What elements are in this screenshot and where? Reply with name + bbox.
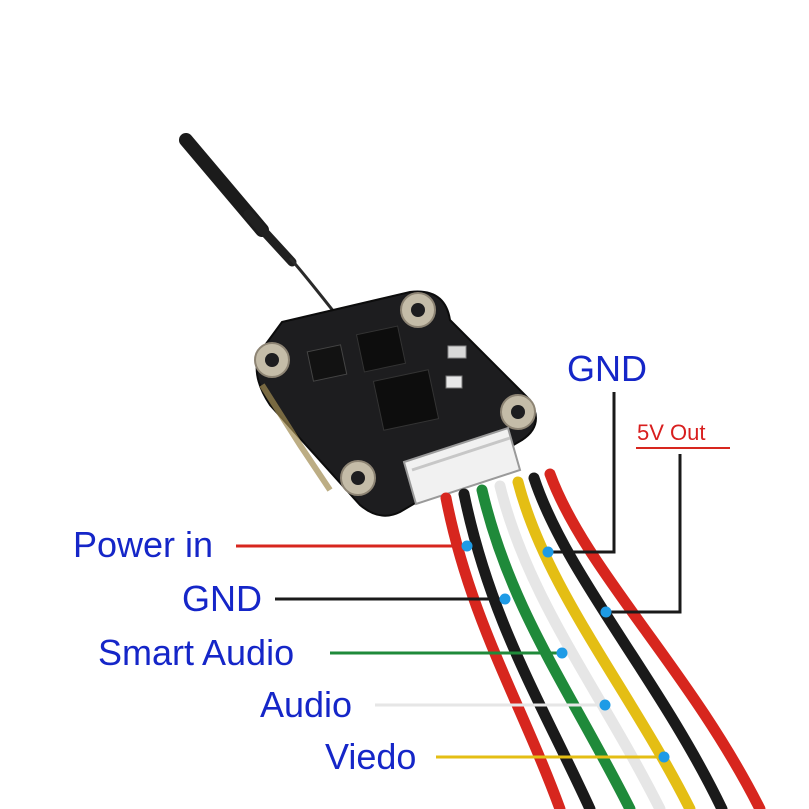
dot-power-in: [461, 540, 473, 552]
label-5v-out: 5V Out: [637, 420, 706, 445]
dot-gnd-top: [542, 546, 554, 558]
label-video: Viedo: [325, 736, 417, 777]
label-smart-audio: Smart Audio: [98, 632, 295, 673]
wire-green-smart-audio: [476, 484, 636, 809]
dot-video: [658, 751, 670, 763]
wire-black-gnd: [458, 488, 596, 809]
leader-5v-out: [606, 454, 682, 614]
leader-gnd-top: [548, 392, 616, 554]
label-power-in: Power in: [73, 524, 214, 565]
wire-white-audio: [494, 480, 666, 809]
label-gnd-left: GND: [182, 578, 262, 619]
dot-smart-audio: [556, 647, 568, 659]
wire-red-power: [440, 492, 566, 809]
label-audio: Audio: [260, 684, 353, 725]
wire-black-gnd-right: [528, 472, 728, 809]
dot-gnd-left: [499, 593, 511, 605]
connection-dots: [461, 540, 670, 763]
wire-red-5v-out: [544, 468, 766, 809]
dot-audio: [599, 699, 611, 711]
vtx-board-icon: [254, 290, 537, 517]
connector-icon: [402, 426, 522, 506]
wire-bundle-icon: [440, 468, 766, 809]
label-gnd-top: GND: [567, 348, 647, 389]
dot-5v-out: [600, 606, 612, 618]
leader-lines: [236, 392, 730, 759]
antenna-icon: [179, 133, 354, 329]
